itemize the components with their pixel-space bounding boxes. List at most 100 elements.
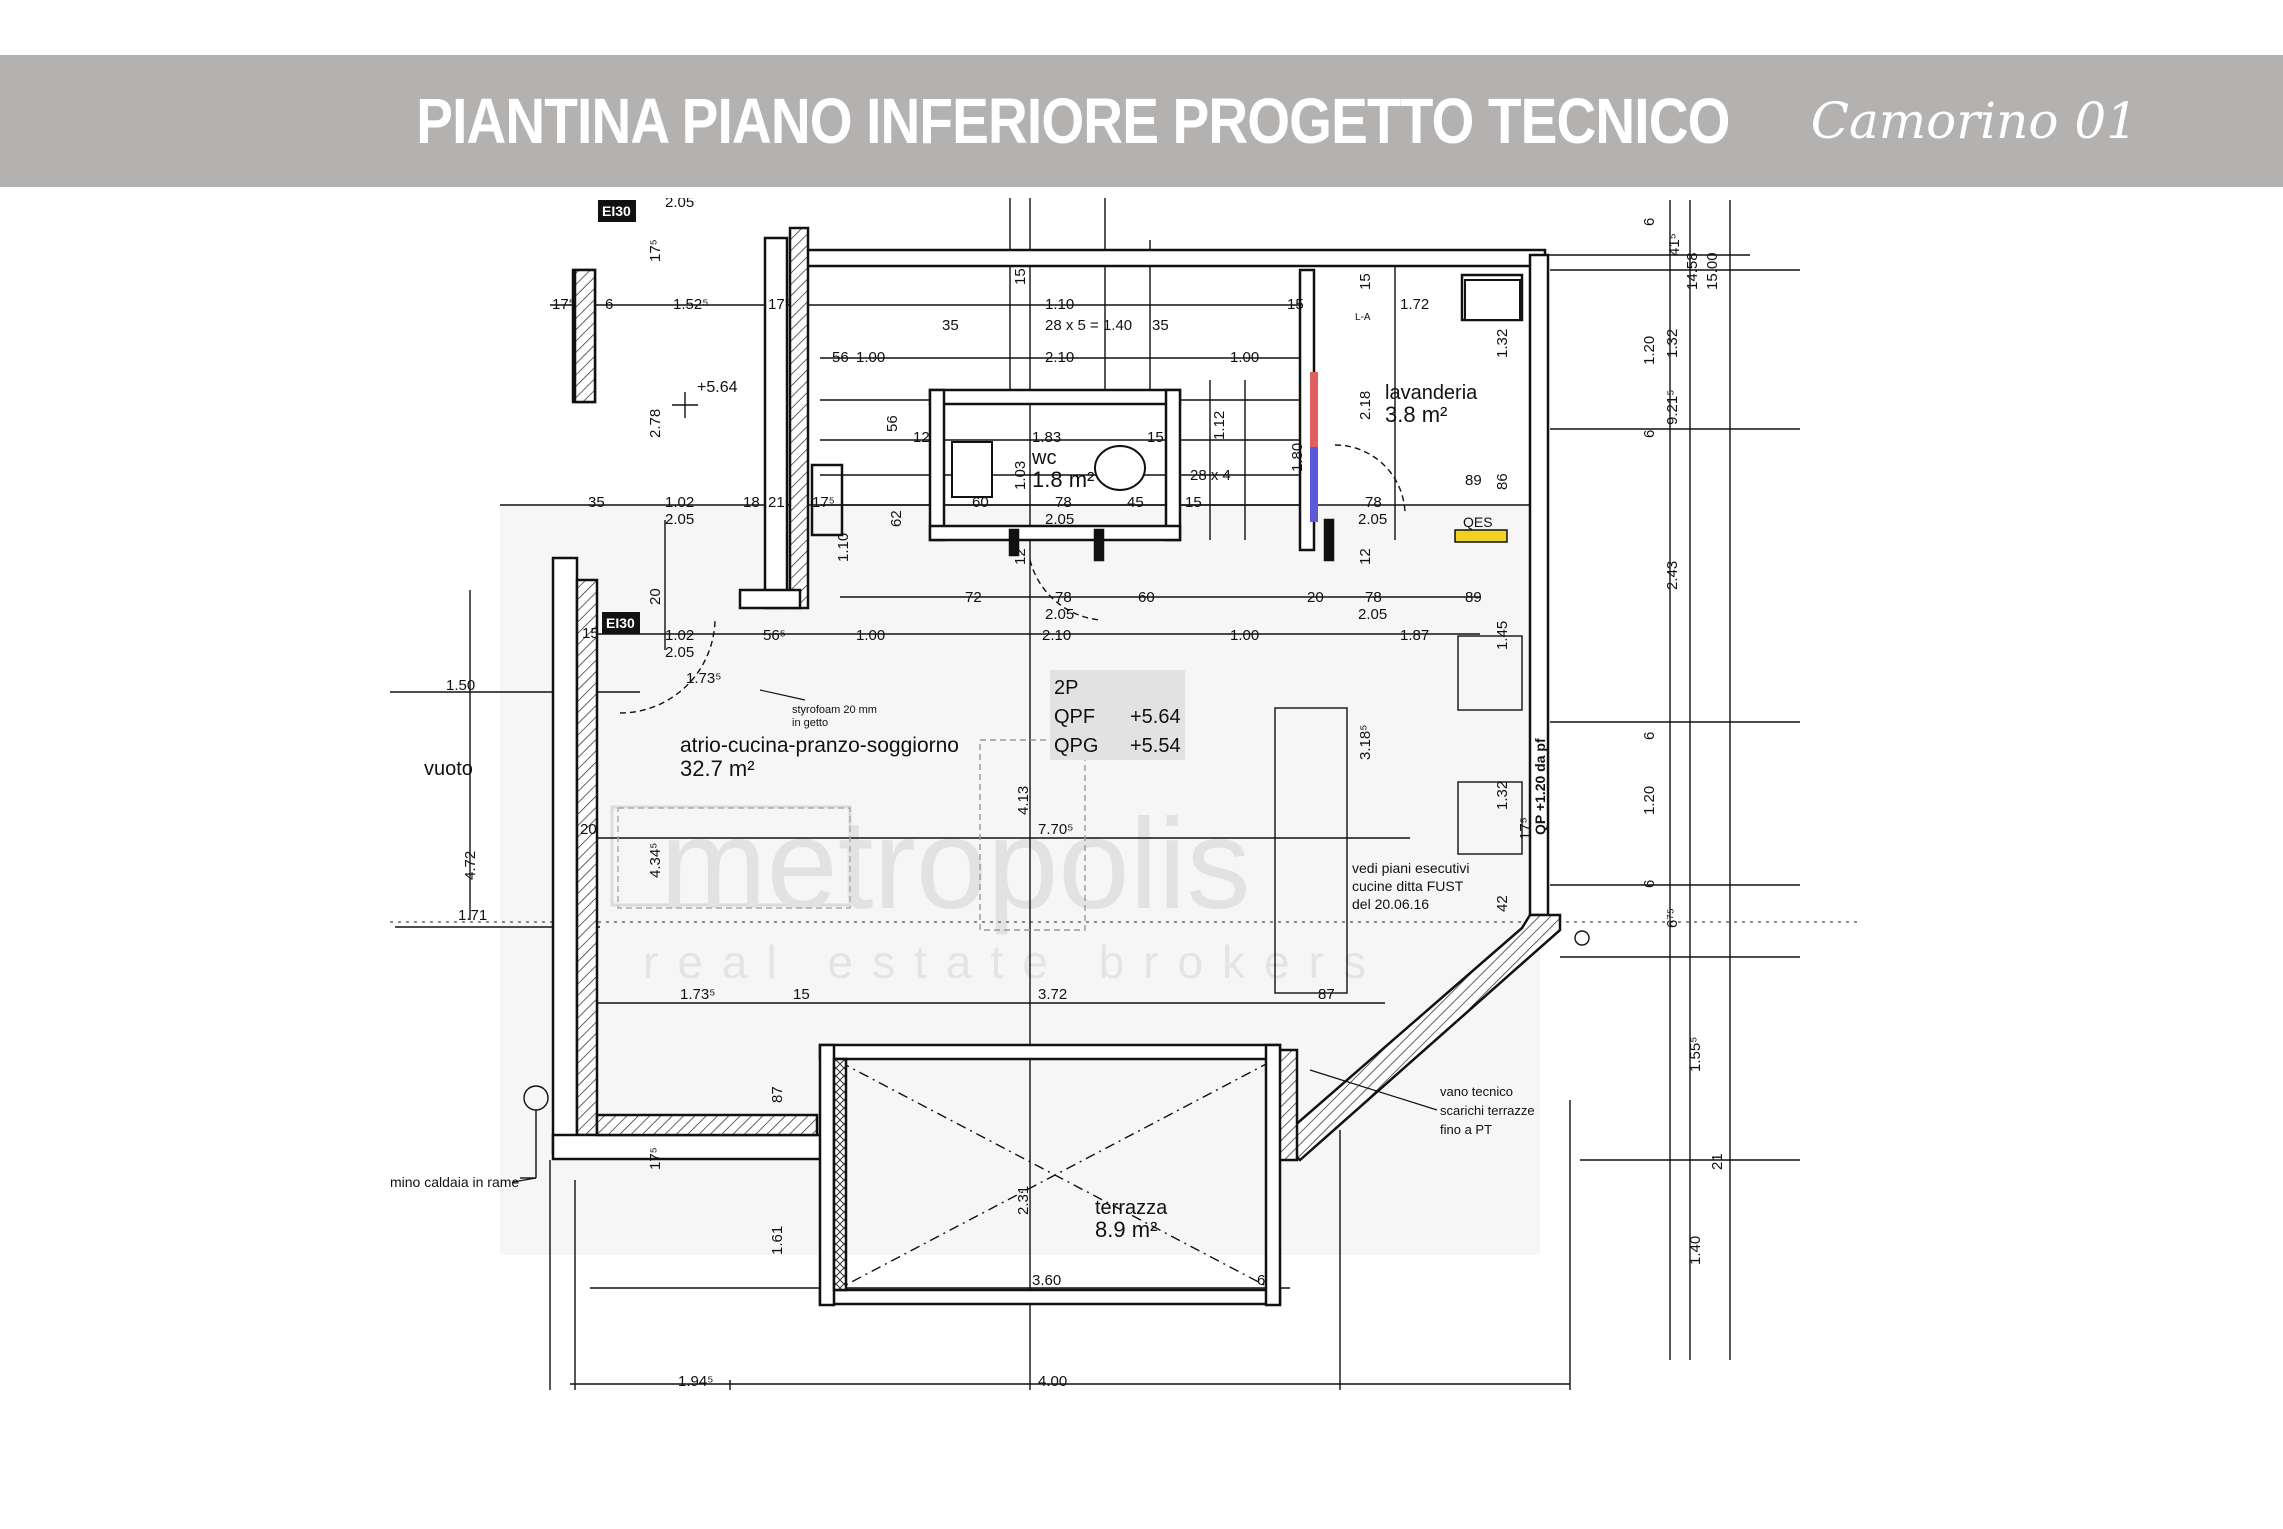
- dim-label: 1.94⁵: [678, 1373, 713, 1390]
- dim-label: 1.72: [1400, 296, 1429, 313]
- dim-label: 56: [884, 415, 901, 432]
- note-tech-2: scarichi terrazze: [1440, 1103, 1535, 1118]
- dim-label: 20: [580, 821, 597, 838]
- room-void-name: vuoto: [424, 758, 473, 780]
- page-title: PIANTINA PIANO INFERIORE PROGETTO TECNIC…: [416, 85, 1730, 157]
- dim-label: 62: [888, 510, 905, 527]
- note-kitchen-2: cucine ditta FUST: [1352, 878, 1464, 894]
- dim-label: 12: [1357, 548, 1374, 565]
- dim-label: 56⁵: [763, 627, 786, 644]
- level-qpg-label: QPG: [1054, 735, 1098, 757]
- wc-toilet: [1094, 445, 1146, 491]
- dim-label: 17⁵: [552, 296, 575, 313]
- dim-label: 2.31: [1015, 1186, 1032, 1215]
- dim-label: 1.03: [1012, 461, 1029, 490]
- dim-label: 2.18: [1357, 391, 1374, 420]
- leader-lines: [512, 689, 1438, 1183]
- watermark-tagline: real estate brokers: [643, 936, 1385, 988]
- vertical-dimension-labels: 17⁵ 2.78 56 1.03 1.80 1.12 2.18 86 1.32 …: [462, 218, 1726, 1265]
- walls: [551, 226, 1562, 1307]
- note-styrofoam-1: styrofoam 20 mm: [792, 704, 877, 716]
- room-wc-area: 1.8 m²: [1032, 467, 1094, 492]
- room-laundry-area: 3.8 m²: [1385, 402, 1447, 427]
- dim-label: 20: [647, 588, 664, 605]
- dim-label: 78: [1365, 494, 1382, 511]
- dim-label: 4.72: [462, 851, 479, 880]
- dim-label: 17⁵: [647, 1147, 664, 1170]
- dim-label: 4.00: [1038, 1373, 1067, 1390]
- dim-label: 1.20: [1641, 786, 1658, 815]
- dim-label: 2.05: [665, 511, 694, 528]
- dim-label: 45: [1127, 494, 1144, 511]
- ei30-text-top: EI30: [602, 203, 631, 219]
- dim-label: 6: [1257, 1272, 1265, 1289]
- dim-label: 87: [1318, 986, 1335, 1003]
- dim-label: 28 x 5 = 1.40: [1045, 317, 1132, 334]
- dim-label: 2.05: [1045, 511, 1074, 528]
- dim-label: 17⁵: [768, 296, 791, 313]
- dim-label: 1.20: [1641, 336, 1658, 365]
- dim-label: 2.05: [1358, 606, 1387, 623]
- dim-label: 1.00: [1230, 627, 1259, 644]
- ei30-text-mid: EI30: [606, 615, 635, 631]
- dim-label: 21: [768, 494, 785, 511]
- dim-label: 6: [1641, 732, 1658, 740]
- dim-label: 1.52⁵: [673, 296, 708, 313]
- room-main-name: atrio-cucina-pranzo-soggiorno: [680, 734, 959, 757]
- dim-label: 1.00: [856, 349, 885, 366]
- note-la: L-A: [1355, 312, 1371, 323]
- dim-label: 35: [942, 317, 959, 334]
- dim-label: 3.72: [1038, 986, 1067, 1003]
- note-boiler: mino caldaia in rame: [390, 1174, 519, 1190]
- dim-label: 17⁵: [1517, 817, 1534, 840]
- dim-label: 86: [1494, 473, 1511, 490]
- dim-label: 89: [1465, 472, 1482, 489]
- dim-label: 2.43: [1664, 561, 1681, 590]
- dim-label: 3.60: [1032, 1272, 1061, 1289]
- dim-label: 21: [1709, 1153, 1726, 1170]
- level-box: [1050, 670, 1185, 760]
- dim-label: 41⁵: [1666, 233, 1683, 256]
- dim-label: 6⁷⁵: [1664, 908, 1681, 928]
- level-qpf-label: QPF: [1054, 706, 1095, 728]
- dim-label: 17⁵: [812, 494, 835, 511]
- dim-label: 1.32: [1664, 329, 1681, 358]
- room-laundry-name: lavanderia: [1385, 382, 1478, 404]
- dim-label: 78: [1055, 494, 1072, 511]
- note-styrofoam-2: in getto: [792, 717, 828, 729]
- wc-sink: [951, 441, 993, 498]
- floor-plan: metropolis real estate brokers: [390, 198, 1860, 1390]
- dim-label: 87: [769, 1086, 786, 1103]
- dim-label: 72: [965, 589, 982, 606]
- level-qpf-value: +5.64: [1130, 706, 1181, 728]
- dim-label: 1.32: [1494, 329, 1511, 358]
- level-qpg-value: +5.54: [1130, 735, 1181, 757]
- dim-label: 15: [793, 986, 810, 1003]
- dim-label: 2.10: [1042, 627, 1071, 644]
- level-floor: 2P: [1054, 677, 1078, 699]
- dim-label: 14.58: [1684, 252, 1701, 290]
- dim-label: 78: [1055, 589, 1072, 606]
- dim-label: 15.00: [1704, 252, 1721, 290]
- qes-panel: [1454, 529, 1508, 543]
- dim-label: 1.61: [769, 1226, 786, 1255]
- dim-label: 60: [972, 494, 989, 511]
- dim-label: 1.00: [1230, 349, 1259, 366]
- dim-label: 2.10: [1045, 349, 1074, 366]
- dim-label: 17⁵: [647, 239, 664, 262]
- title-banner: PIANTINA PIANO INFERIORE PROGETTO TECNIC…: [0, 55, 2283, 187]
- dim-label: 15: [1357, 273, 1374, 290]
- dim-label: 1.45: [1494, 621, 1511, 650]
- room-terrace-name: terrazza: [1095, 1197, 1168, 1219]
- dim-label: 42: [1494, 895, 1511, 912]
- dim-label: 1.71: [458, 907, 487, 924]
- note-tech-3: fino a PT: [1440, 1122, 1492, 1137]
- room-terrace-area: 8.9 m²: [1095, 1217, 1157, 1242]
- dim-label: 60: [1138, 589, 1155, 606]
- dim-label: 2.05: [665, 198, 694, 211]
- dim-label: 78: [1365, 589, 1382, 606]
- dim-label: 1.73⁵: [680, 986, 715, 1003]
- page-subtitle: Camorino 01: [1810, 92, 2138, 150]
- dim-label: 1.50: [446, 677, 475, 694]
- dim-label: 15: [1287, 296, 1304, 313]
